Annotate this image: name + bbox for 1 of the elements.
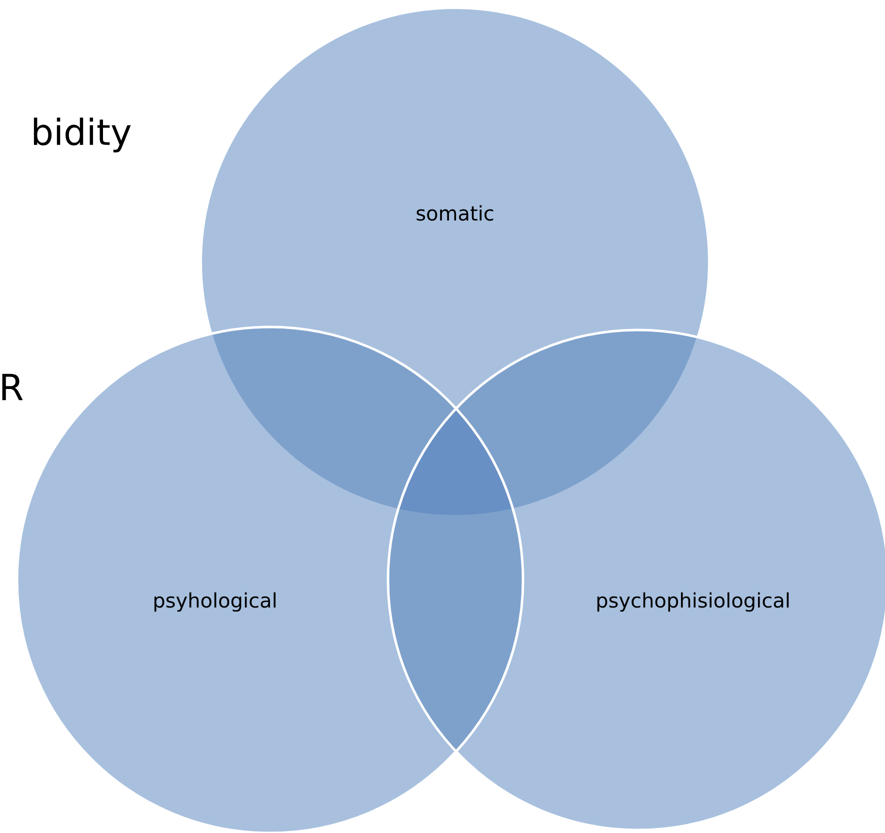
label: bidity [34, 118, 131, 152]
